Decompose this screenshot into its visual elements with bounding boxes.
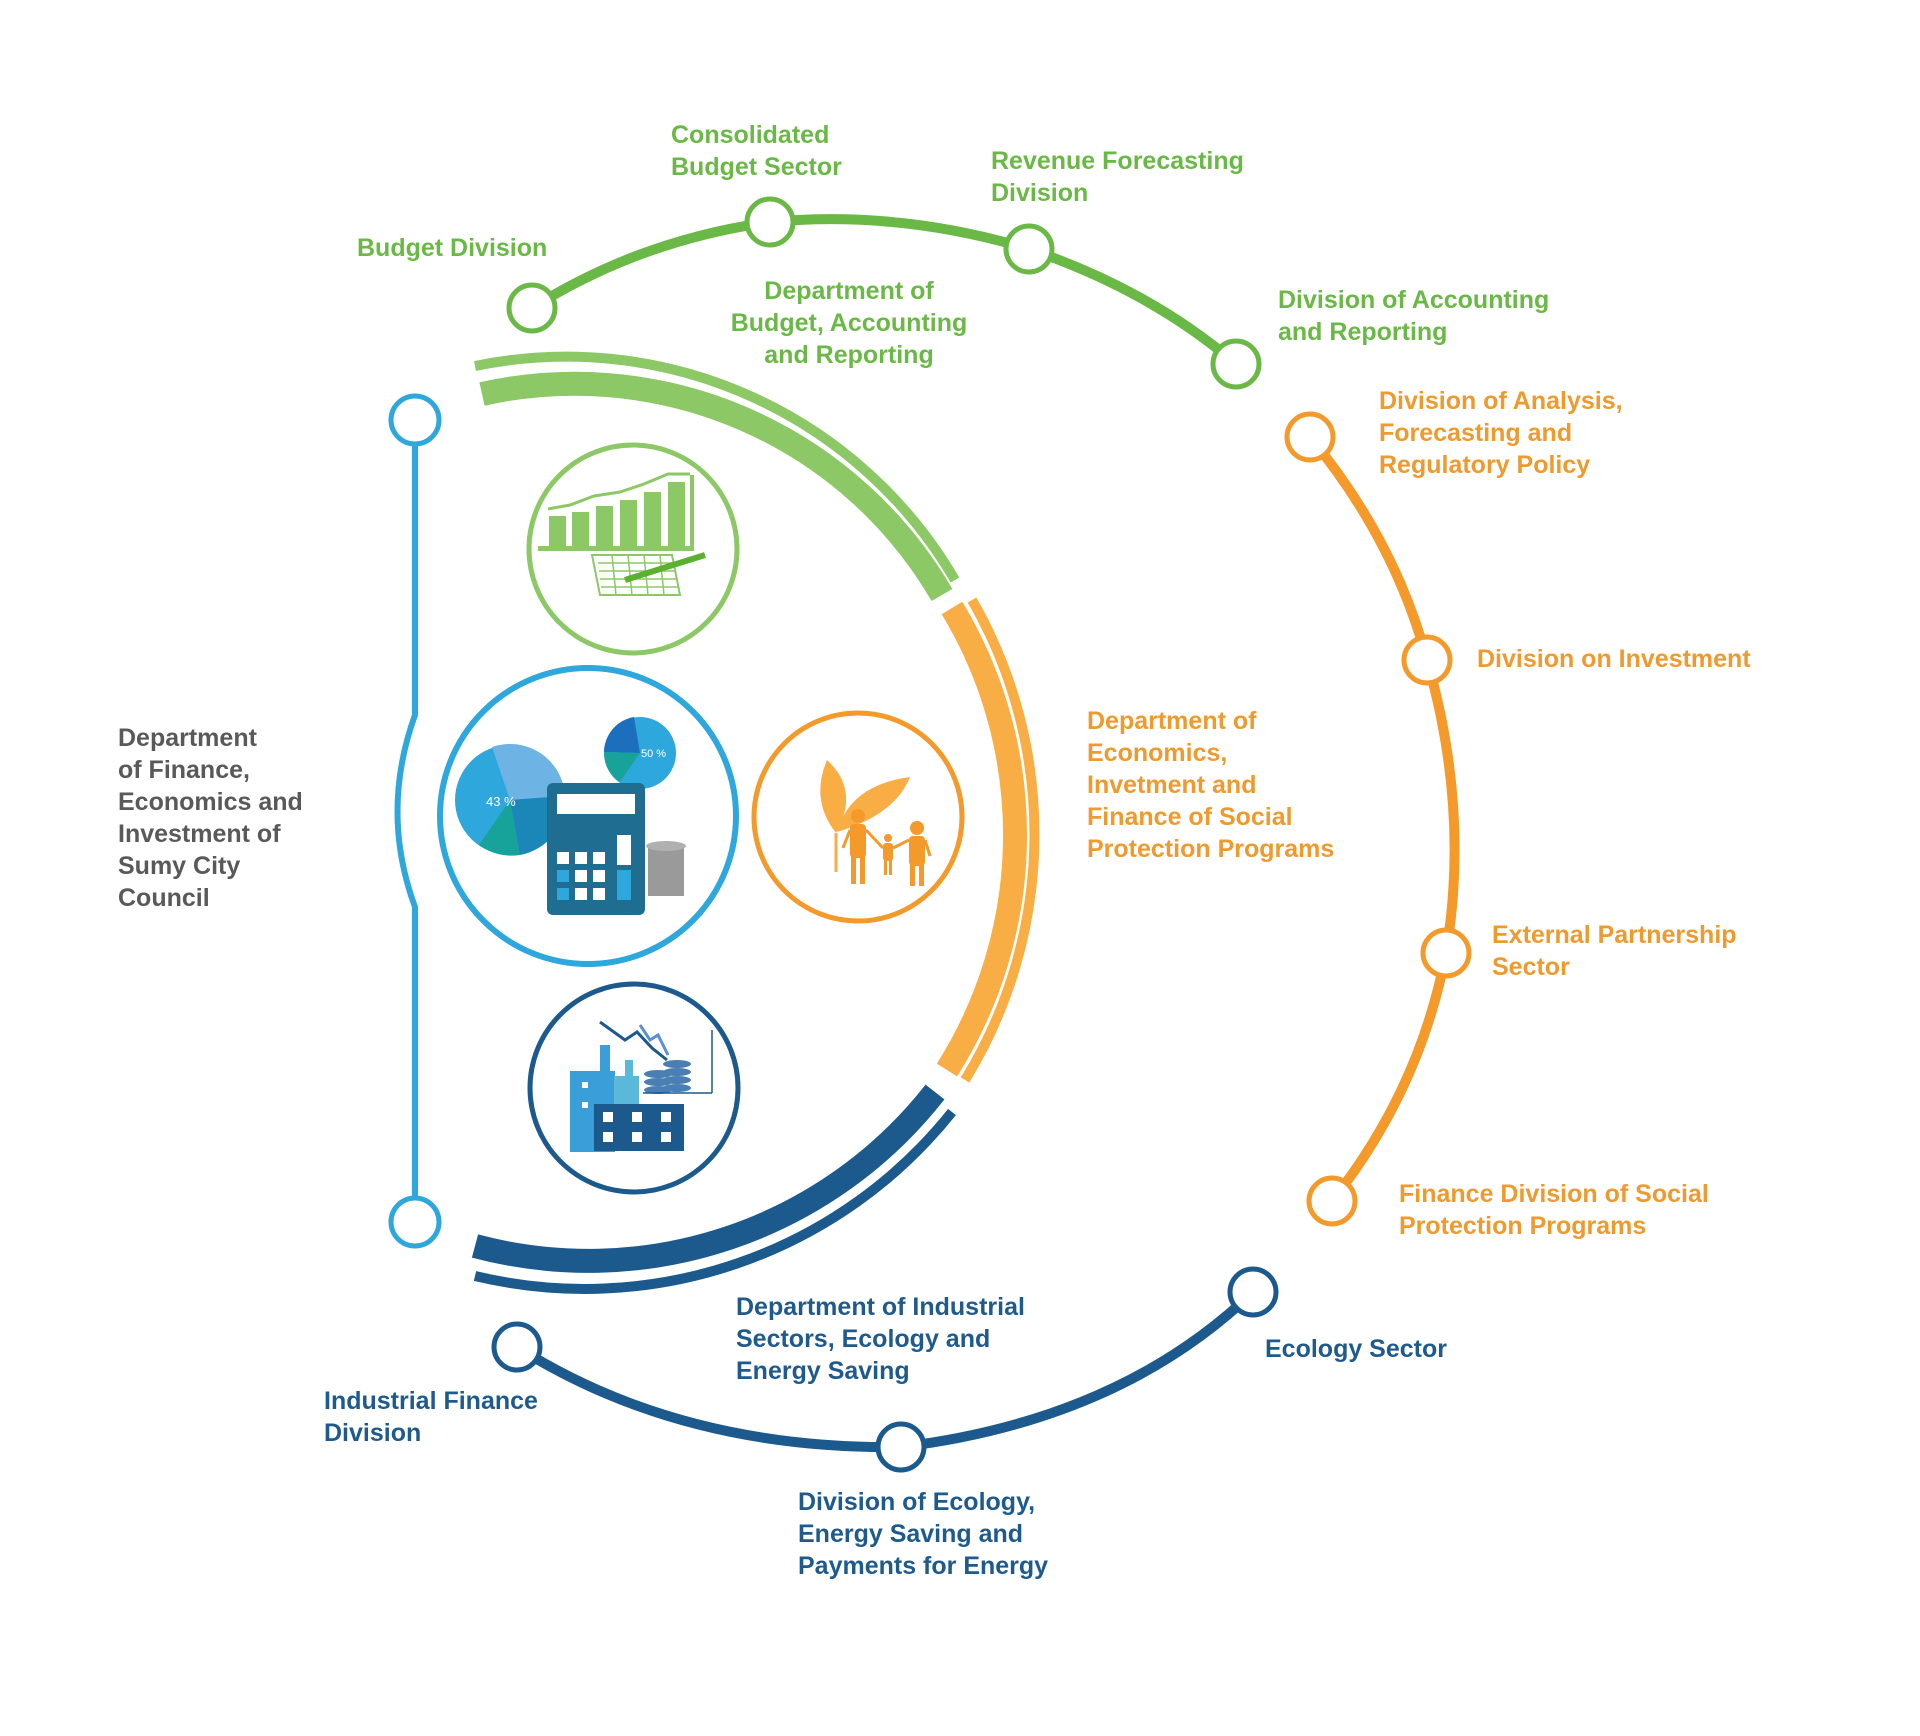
- budget-arc-thin: [473, 351, 960, 583]
- pie-label-50: 50 %: [641, 748, 666, 760]
- node-social-protection-finance-division[interactable]: [1306, 1175, 1358, 1227]
- budget-department-label: Department of Budget, Accounting and Rep…: [730, 277, 968, 369]
- node-industrial-finance-division[interactable]: [491, 1321, 543, 1373]
- factory-growth-icon: [527, 981, 741, 1195]
- node-accounting-reporting-division[interactable]: [1210, 338, 1262, 390]
- investment-division-label[interactable]: Division on Investment: [1477, 645, 1751, 673]
- root-department-label: Department of Finance, Economics and Inv…: [118, 724, 303, 912]
- economics-units-connector: [1306, 433, 1460, 1205]
- calculator-pie-chart-icon: 43 % 50 %: [437, 665, 739, 967]
- node-ecology-energy-division[interactable]: [875, 1421, 927, 1473]
- node-budget-division[interactable]: [506, 282, 558, 334]
- ecology-energy-division-label[interactable]: Division of Ecology, Energy Saving and P…: [798, 1488, 1049, 1580]
- revenue-forecasting-division-label[interactable]: Revenue Forecasting Division: [991, 147, 1244, 207]
- budget-arc-thick: [479, 371, 953, 602]
- node-consolidated-budget-sector[interactable]: [744, 196, 796, 248]
- budget-division-label[interactable]: Budget Division: [357, 234, 548, 262]
- accounting-reporting-division-label[interactable]: Division of Accounting and Reporting: [1278, 286, 1550, 346]
- family-plant-icon: [751, 710, 965, 924]
- social-protection-finance-division-label[interactable]: Finance Division of Social Protection Pr…: [1399, 1180, 1709, 1240]
- node-investment-division[interactable]: [1401, 634, 1453, 686]
- consolidated-budget-sector-label[interactable]: Consolidated Budget Sector: [671, 121, 842, 181]
- external-partnership-sector-label[interactable]: External Partnership Sector: [1492, 921, 1737, 981]
- industrial-finance-division-label[interactable]: Industrial Finance Division: [324, 1387, 538, 1447]
- economics-department-label: Department of Economics, Invetment and F…: [1087, 707, 1335, 863]
- root-node-bottom[interactable]: [388, 1195, 442, 1249]
- node-ecology-sector[interactable]: [1227, 1266, 1279, 1318]
- node-revenue-forecasting-division[interactable]: [1003, 223, 1055, 275]
- economics-arc-thick: [936, 601, 1028, 1077]
- ecology-sector-label[interactable]: Ecology Sector: [1265, 1335, 1447, 1363]
- chart-document-icon: [526, 442, 740, 656]
- analysis-division-label[interactable]: Division of Analysis, Forecasting and Re…: [1379, 387, 1623, 479]
- root-node-top[interactable]: [388, 393, 442, 447]
- node-external-partnership-sector[interactable]: [1420, 927, 1472, 979]
- economics-arc-thin: [960, 597, 1040, 1083]
- inner-arcs: [471, 351, 1040, 1294]
- node-analysis-division[interactable]: [1284, 411, 1336, 463]
- industrial-arc-thin: [473, 1108, 956, 1294]
- pie-label-43: 43 %: [486, 794, 516, 809]
- industrial-arc-thick: [471, 1084, 945, 1273]
- industrial-department-label: Department of Industrial Sectors, Ecolog…: [736, 1293, 1025, 1385]
- budget-units-connector: [529, 214, 1240, 368]
- root-connector: [394, 420, 418, 1222]
